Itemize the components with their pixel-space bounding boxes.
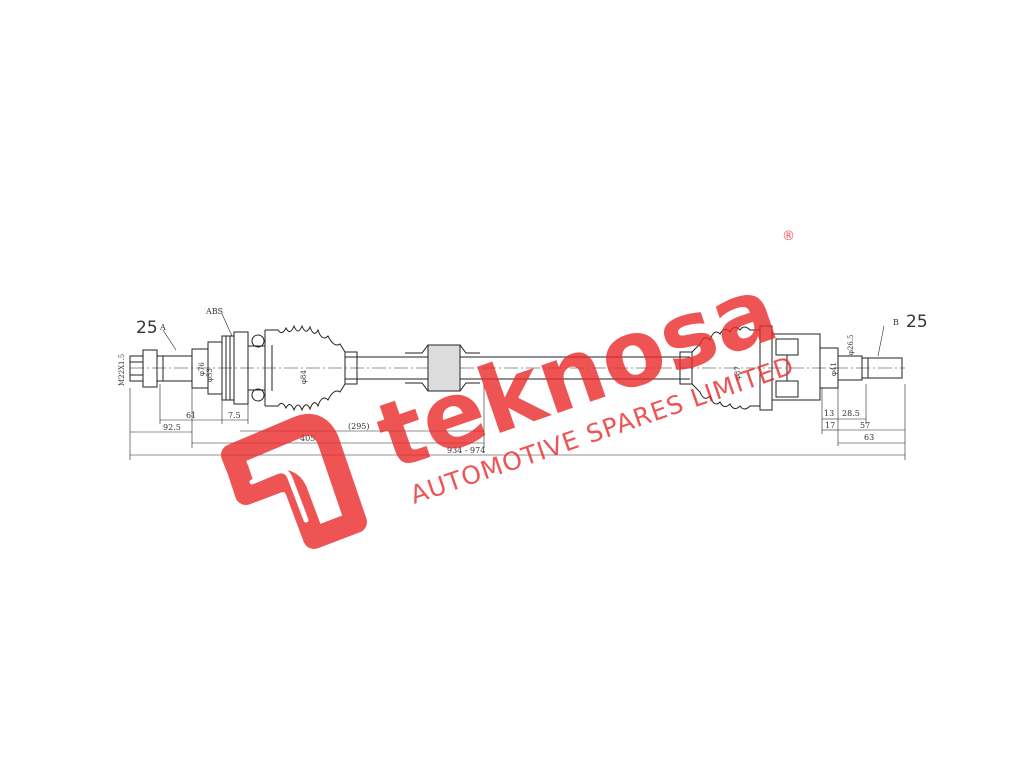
- left-end-letter: A: [159, 323, 166, 332]
- dim-61: 61: [186, 411, 196, 420]
- diameter-right-joint: φ41: [830, 362, 838, 376]
- registered-mark: ®: [782, 229, 795, 244]
- diameter-left-seat: φ53: [206, 368, 214, 382]
- dim-17: 17: [825, 421, 835, 430]
- right-end-letter: B: [893, 318, 899, 327]
- dim-total: 934 - 974: [447, 446, 485, 455]
- thread-label: M22X1.5: [118, 354, 126, 386]
- dim-57: 57: [860, 421, 870, 430]
- dim-63: 63: [864, 433, 874, 442]
- dim-92-5: 92.5: [163, 423, 181, 432]
- shaft: [130, 356, 905, 380]
- left-end-number: 25: [136, 318, 158, 338]
- shaft-damper: [405, 344, 480, 392]
- abs-label: ABS: [205, 307, 223, 316]
- left-boot: [264, 324, 358, 412]
- teknosa-watermark: teknosa AUTOMOTIVE SPARES LIMITED ®: [221, 229, 798, 549]
- diameter-left-boot: φ84: [300, 370, 308, 384]
- dim-13: 13: [824, 409, 834, 418]
- teknosa-logo-mark: [221, 414, 367, 549]
- left-thread-stub: [129, 349, 193, 388]
- diameter-right-stub: φ26.5: [847, 335, 855, 356]
- dim-295: (295): [348, 422, 370, 431]
- right-end-number: 25: [906, 312, 928, 332]
- dim-7-5: 7.5: [228, 411, 241, 420]
- diameter-left-outer: φ76: [198, 362, 206, 376]
- dim-28-5: 28.5: [842, 409, 860, 418]
- left-cv-joint: [191, 331, 265, 405]
- dim-405: 405: [300, 434, 315, 443]
- right-tripod-joint: [759, 325, 903, 411]
- diameter-right-boot: φ87: [734, 366, 742, 380]
